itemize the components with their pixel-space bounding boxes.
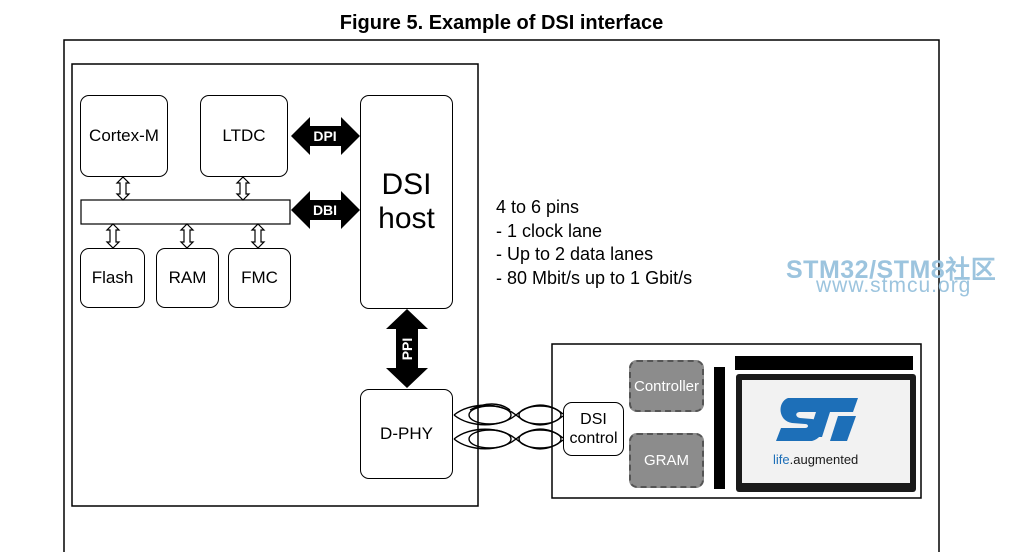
flash-block: Flash <box>80 248 145 308</box>
dsi-host-line1: DSI <box>381 168 432 201</box>
arrow-ltdc-bus <box>235 176 251 201</box>
display-connector-bar <box>714 367 725 489</box>
flash-label: Flash <box>91 268 134 287</box>
cortex-m-label: Cortex-M <box>89 126 159 145</box>
note-data-lanes: - Up to 2 data lanes <box>496 244 654 264</box>
ram-label: RAM <box>168 268 207 287</box>
gram-label: GRAM <box>644 452 689 469</box>
ltdc-block: LTDC <box>200 95 288 177</box>
fmc-block: FMC <box>228 248 291 308</box>
controller-label: Controller <box>633 377 700 395</box>
outer-frame <box>63 39 940 552</box>
dphy-label: D-PHY <box>380 424 433 443</box>
ppi-arrow: PPI <box>386 309 428 388</box>
display-panel-screen <box>742 380 910 483</box>
arrow-flash-bus <box>105 223 121 249</box>
watermark-url: www.stmcu.org <box>816 274 972 297</box>
system-bus <box>80 199 291 225</box>
arrow-fmc-bus <box>250 223 266 249</box>
arrow-cortex-bus <box>115 176 131 201</box>
dsi-host-line2: host <box>378 202 435 235</box>
ram-block: RAM <box>156 248 219 308</box>
dsi-control-line2: control <box>569 430 618 447</box>
ppi-label: PPI <box>399 338 415 361</box>
logo-tagline: life.augmented <box>773 452 858 467</box>
cortex-m-block: Cortex-M <box>80 95 168 177</box>
figure-title: Figure 5. Example of DSI interface <box>339 12 664 34</box>
dbi-label: DBI <box>313 202 337 218</box>
st-logo-icon <box>776 398 858 441</box>
dpi-label: DPI <box>313 128 336 144</box>
gram-block: GRAM <box>629 433 704 488</box>
arrow-ram-bus <box>179 223 195 249</box>
note-bitrate: - 80 Mbit/s up to 1 Gbit/s <box>496 267 693 288</box>
fmc-label: FMC <box>241 268 278 287</box>
note-pins: 4 to 6 pins <box>496 197 580 217</box>
ltdc-label: LTDC <box>222 126 266 145</box>
dsi-host-block: DSI host <box>360 95 453 309</box>
dphy-block: D-PHY <box>360 389 453 479</box>
dbi-arrow: DBI <box>291 191 360 229</box>
note-clock-lane: - 1 clock lane <box>496 220 603 241</box>
dpi-arrow: DPI <box>291 117 360 155</box>
dsi-control-line1: DSI <box>580 411 607 428</box>
dsi-link-notes: 4 to 6 pins - 1 clock lane - Up to 2 dat… <box>496 196 692 290</box>
dsi-lanes <box>453 403 564 450</box>
controller-block: Controller <box>629 360 704 412</box>
mcu-frame <box>71 63 479 507</box>
dsi-control-block: DSI control <box>563 402 624 456</box>
display-top-bar <box>735 356 913 370</box>
watermark-title: STM32/STM8社区 <box>786 256 997 284</box>
